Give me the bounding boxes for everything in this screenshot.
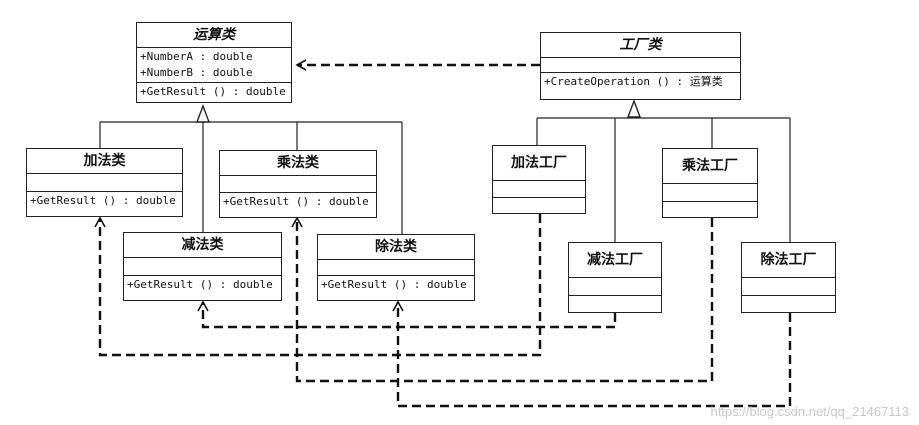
div-attributes bbox=[318, 260, 474, 276]
mul-factory-methods bbox=[663, 202, 757, 217]
sub-method-get-result: +GetResult () : double bbox=[127, 278, 273, 291]
add-factory-box: 加法工厂 bbox=[492, 145, 586, 214]
sub-class-name: 减法类 bbox=[124, 233, 281, 258]
sub-factory-name: 减法工厂 bbox=[569, 243, 661, 278]
attribute-number-b: +NumberB : double bbox=[140, 66, 253, 79]
factory-generalization-arrow bbox=[626, 99, 642, 118]
add-factory-name: 加法工厂 bbox=[493, 146, 585, 181]
div-factory-name: 除法工厂 bbox=[742, 243, 835, 278]
sub-factory-attributes bbox=[569, 278, 661, 296]
mul-methods: +GetResult () : double bbox=[220, 193, 376, 211]
method-get-result: +GetResult () : double bbox=[140, 85, 286, 98]
add-factory-attributes bbox=[493, 181, 585, 198]
mul-class-name: 乘法类 bbox=[220, 151, 376, 176]
operation-methods: +GetResult () : double bbox=[137, 83, 291, 101]
div-class-box: 除法类 +GetResult () : double bbox=[317, 234, 475, 301]
factory-inheritance-lines bbox=[536, 117, 791, 242]
add-class-name: 加法类 bbox=[27, 149, 182, 174]
add-methods: +GetResult () : double bbox=[27, 192, 182, 210]
factory-attributes bbox=[541, 58, 740, 73]
sub-attributes bbox=[124, 258, 281, 276]
factory-class-name: 工厂类 bbox=[541, 33, 740, 58]
add-class-box: 加法类 +GetResult () : double bbox=[26, 148, 183, 217]
add-factory-methods bbox=[493, 198, 585, 213]
sub-methods: +GetResult () : double bbox=[124, 276, 281, 294]
add-method-get-result: +GetResult () : double bbox=[30, 194, 176, 207]
sub-factory-box: 减法工厂 bbox=[568, 242, 662, 313]
factory-class-box: 工厂类 +CreateOperation () : 运算类 bbox=[540, 32, 741, 100]
mul-method-get-result: +GetResult () : double bbox=[223, 195, 369, 208]
dependency-lines bbox=[94, 59, 792, 408]
mul-factory-attributes bbox=[663, 184, 757, 202]
operation-inheritance-lines bbox=[99, 121, 403, 234]
operation-class-name: 运算类 bbox=[137, 23, 291, 48]
sub-factory-methods bbox=[569, 296, 661, 312]
mul-factory-name: 乘法工厂 bbox=[663, 149, 757, 184]
operation-class-box: 运算类 +NumberA : double +NumberB : double … bbox=[136, 22, 292, 103]
sub-class-box: 减法类 +GetResult () : double bbox=[123, 232, 282, 301]
mul-class-box: 乘法类 +GetResult () : double bbox=[219, 150, 377, 218]
operation-attributes: +NumberA : double +NumberB : double bbox=[137, 48, 291, 83]
operation-generalization-arrow bbox=[195, 104, 211, 123]
div-methods: +GetResult () : double bbox=[318, 276, 474, 294]
attribute-number-a: +NumberA : double bbox=[140, 50, 253, 63]
div-factory-box: 除法工厂 bbox=[741, 242, 836, 313]
mul-factory-box: 乘法工厂 bbox=[662, 148, 758, 218]
watermark-text: https://blog.csdn.net/qq_21467113 bbox=[710, 404, 909, 419]
add-attributes bbox=[27, 174, 182, 192]
div-class-name: 除法类 bbox=[318, 235, 474, 260]
div-method-get-result: +GetResult () : double bbox=[321, 278, 467, 291]
factory-methods: +CreateOperation () : 运算类 bbox=[541, 73, 740, 91]
div-factory-attributes bbox=[742, 278, 835, 296]
mul-attributes bbox=[220, 176, 376, 193]
method-create-operation: +CreateOperation () : 运算类 bbox=[544, 75, 723, 88]
div-factory-methods bbox=[742, 296, 835, 312]
